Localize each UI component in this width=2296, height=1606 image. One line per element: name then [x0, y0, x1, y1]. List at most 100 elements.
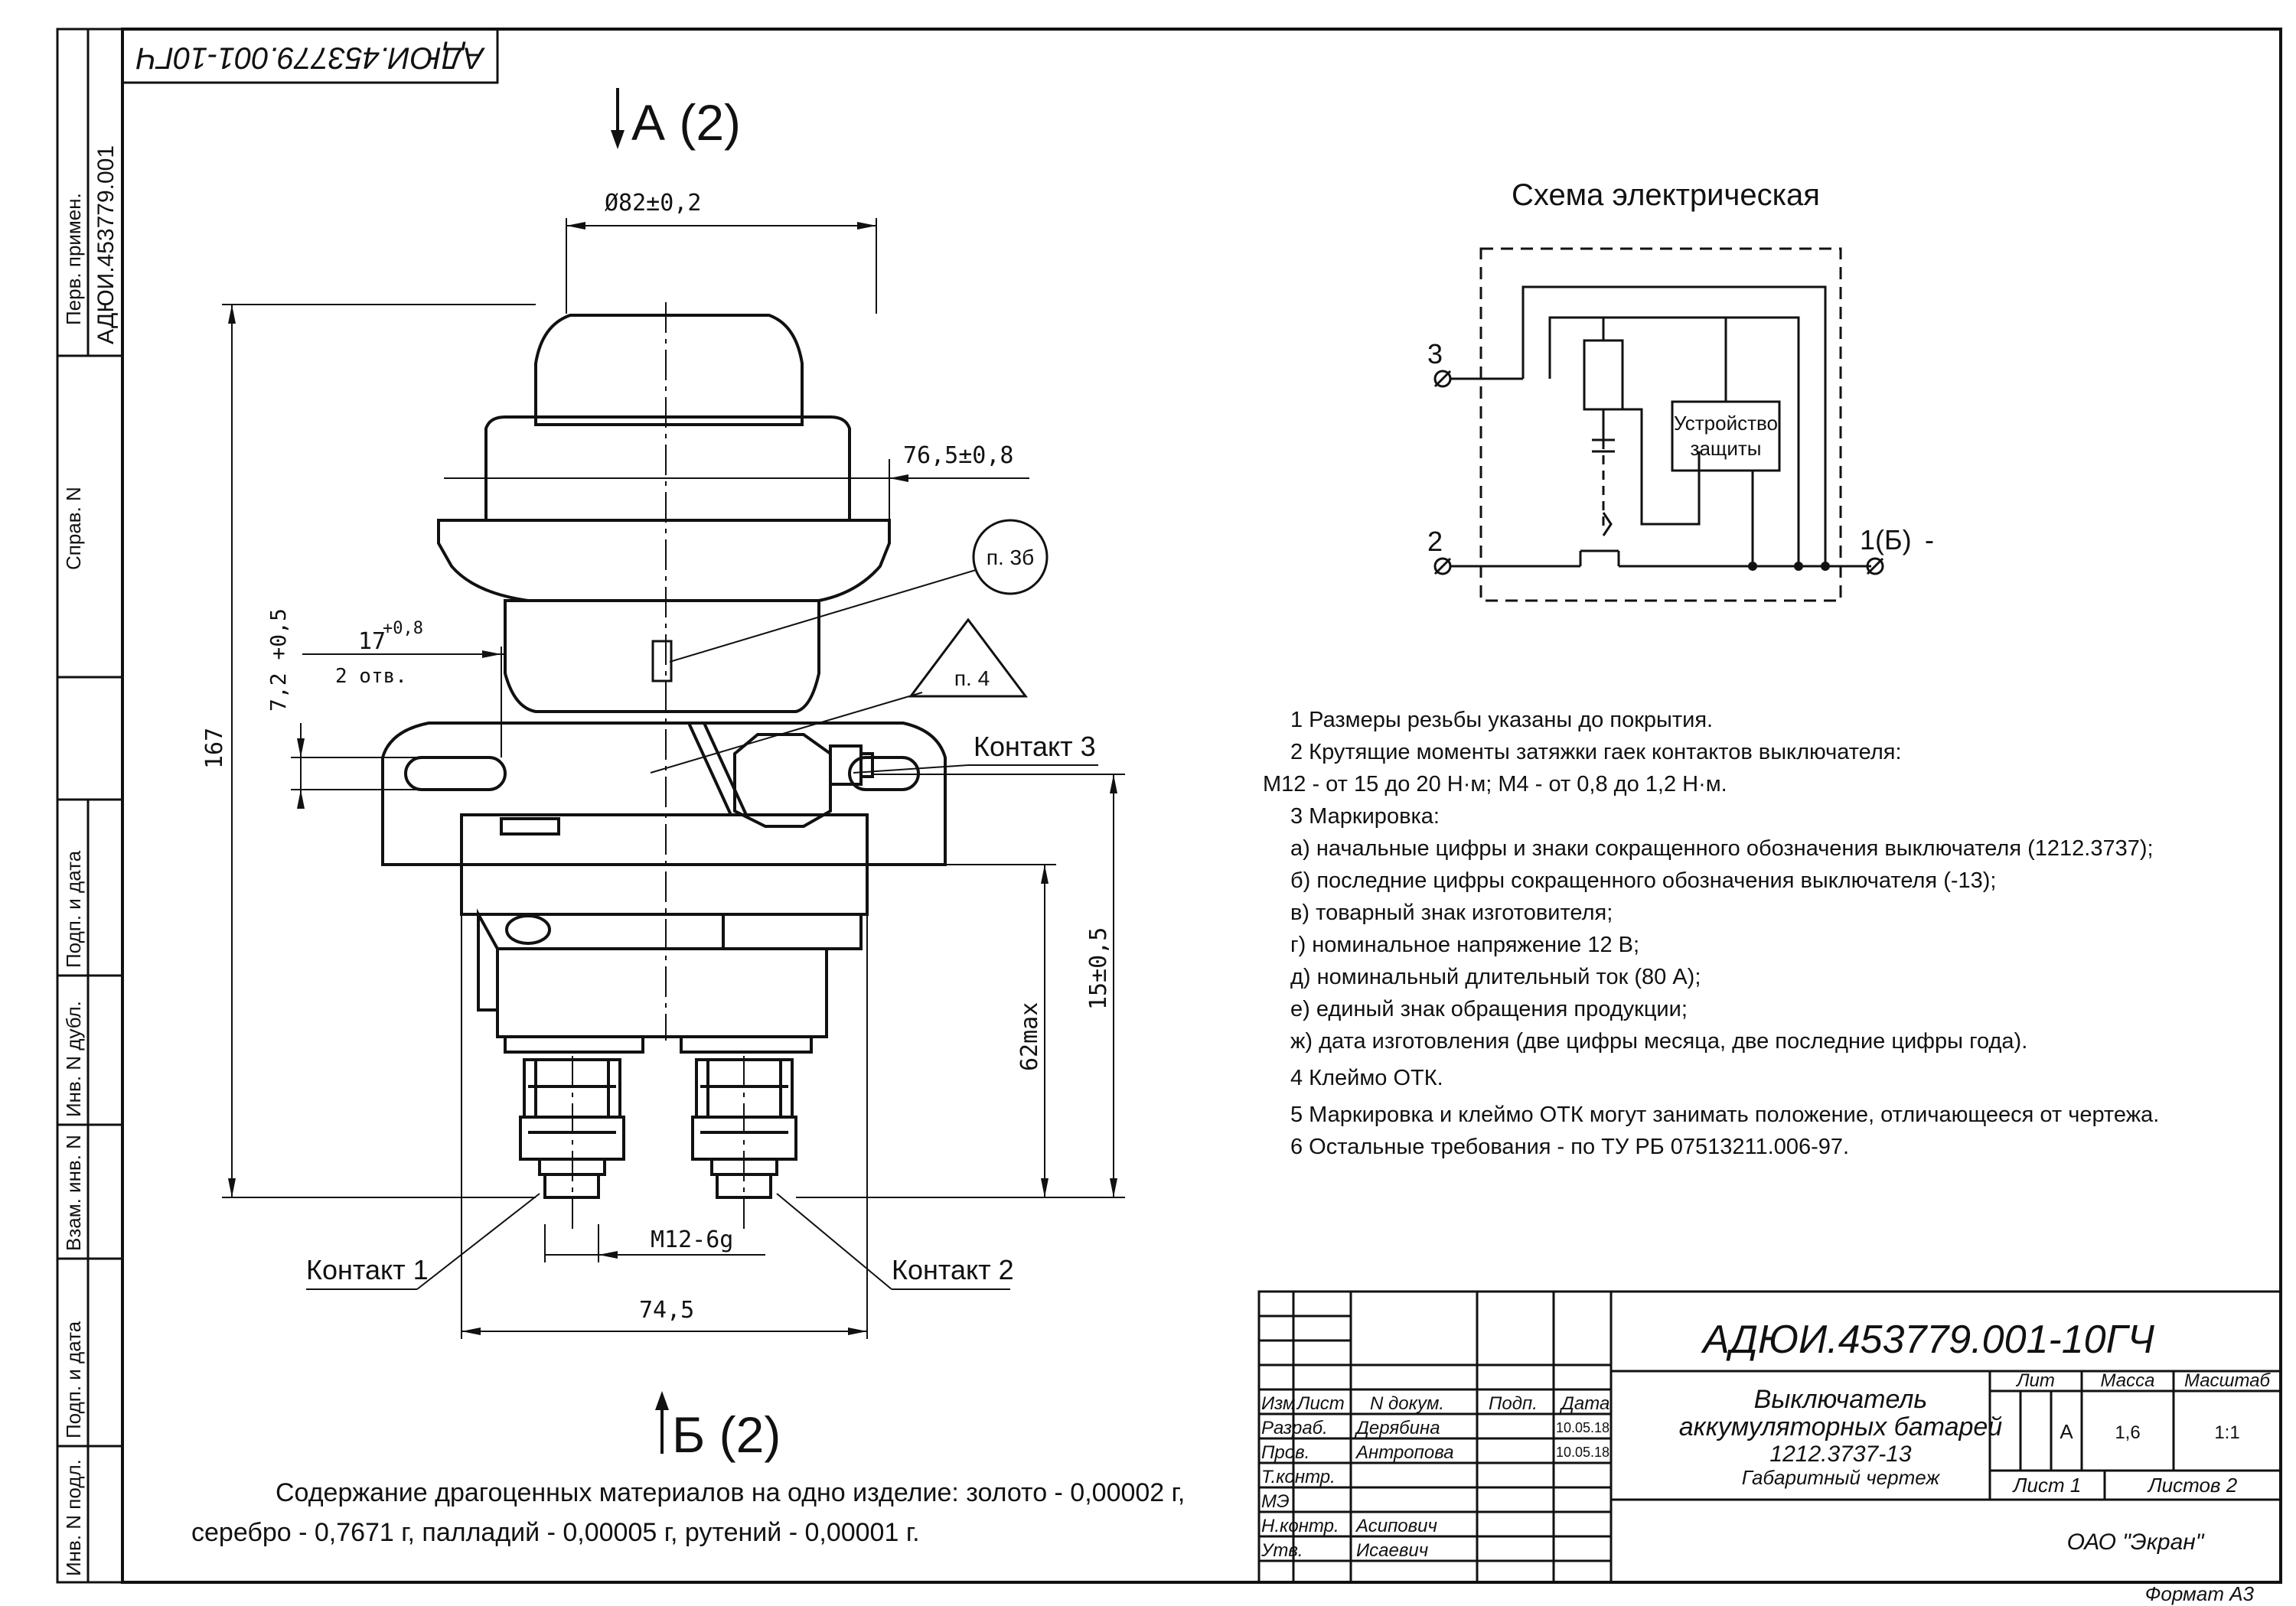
contact-1-leader — [416, 1193, 540, 1290]
callout-p3b-leader — [669, 569, 977, 663]
note-1: 1 Размеры резьбы указаны до покрытия. — [1290, 708, 1714, 732]
schematic-terminals — [1433, 370, 1884, 575]
schematic-pin-1: 1(Б) — [1860, 524, 1912, 555]
note-2-values: М12 - от 15 до 20 Н·м; М4 - от 0,8 до 1,… — [1263, 772, 1727, 796]
note-3zh: ж) дата изготовления (две цифры месяца, … — [1290, 1029, 2028, 1054]
company-name: ОАО "Экран" — [2067, 1529, 2205, 1555]
schematic-pin-3: 3 — [1427, 338, 1443, 370]
technical-notes: 1 Размеры резьбы указаны до покрытия. 2 … — [1263, 704, 2159, 1163]
dim-hole-offset: 7,2 +0,5 — [266, 608, 291, 712]
schematic-pin-2: 2 — [1427, 526, 1443, 557]
view-b-marker — [655, 1391, 669, 1454]
contact-3-label: Контакт 3 — [974, 731, 1096, 762]
sheet-label: Лист 1 — [2012, 1474, 2082, 1497]
note-3: 3 Маркировка: — [1290, 804, 1440, 829]
role-nkontr: Н.контр. — [1261, 1516, 1339, 1536]
sheets-label: Листов 2 — [2147, 1474, 2238, 1497]
title-block-grid — [1257, 1290, 2282, 1584]
precious-metals: Содержание драгоценных материалов на одн… — [191, 1473, 1185, 1552]
precious-line-2: серебро - 0,7671 г, палладий - 0,00005 г… — [191, 1518, 920, 1547]
note-2: 2 Крутящие моменты затяжки гаек контакто… — [1290, 740, 1902, 764]
device-label-1: Устройство — [1674, 412, 1778, 435]
schematic-nodes — [1748, 562, 1830, 571]
note-5: 5 Маркировка и клеймо ОТК могут занимать… — [1290, 1103, 2160, 1127]
dim-height-max: 62max — [1016, 1002, 1043, 1071]
date-prov: 10.05.18 — [1556, 1445, 1609, 1460]
hdr-podp: Подп. — [1489, 1393, 1538, 1414]
callout-p4-triangle — [908, 617, 1028, 698]
left-strip — [57, 29, 122, 1582]
name-razrab: Дерябина — [1354, 1418, 1440, 1438]
scale-label: Масштаб — [2184, 1370, 2272, 1391]
role-tkontr: Т.контр. — [1261, 1467, 1336, 1487]
dim-height-lower: 15±0,5 — [1085, 927, 1112, 1010]
view-b-label: Б (2) — [672, 1406, 781, 1463]
mass-value: 1,6 — [2115, 1422, 2140, 1443]
podp-data-label-2: Подп. и дата — [62, 1321, 85, 1438]
schematic-pin-1-sign: - — [1925, 524, 1934, 555]
dim-thread: M12-6g — [651, 1226, 733, 1253]
view-a-label: А (2) — [631, 94, 741, 151]
dim-height-total: 167 — [201, 728, 228, 769]
product-line-3: 1212.3737-13 — [1769, 1441, 1911, 1467]
role-prov: Пров. — [1261, 1442, 1309, 1463]
note-3v: в) товарный знак изготовителя; — [1290, 901, 1613, 925]
callout-p4-leader — [650, 692, 923, 774]
note-3g: г) номинальное напряжение 12 В; — [1290, 933, 1640, 957]
dim-width-top: 76,5±0,8 — [903, 442, 1014, 469]
date-razrab: 10.05.18 — [1556, 1420, 1609, 1435]
contact-2-label: Контакт 2 — [892, 1254, 1014, 1285]
note-3b: б) последние цифры сокращенного обозначе… — [1290, 868, 1997, 893]
contact-3-leader — [853, 764, 969, 774]
role-me: МЭ — [1261, 1491, 1290, 1512]
dim-hole-size-tol: +0,8 — [383, 619, 423, 638]
sprav-label: Справ. N — [62, 487, 85, 570]
precious-line-1: Содержание драгоценных материалов на одн… — [276, 1478, 1186, 1507]
product-line-2: аккумуляторных батарей — [1679, 1412, 2003, 1441]
note-3e: е) единый знак обращения продукции; — [1290, 997, 1688, 1021]
view-a-marker — [611, 88, 625, 149]
note-4: 4 Клеймо ОТК. — [1290, 1066, 1443, 1090]
note-3a: а) начальные цифры и знаки сокращенного … — [1290, 836, 2154, 861]
drawing-frame — [121, 28, 2282, 1584]
dimension-arrows — [228, 222, 1117, 1335]
role-razrab: Разраб. — [1261, 1418, 1328, 1438]
note-3d: д) номинальный длительный ток (80 А); — [1290, 965, 1701, 989]
callout-p4: п. 4 — [954, 666, 990, 690]
dim-diameter: Ø82±0,2 — [605, 190, 701, 217]
inv-podl-label: Инв. N подл. — [62, 1459, 85, 1576]
marking-box — [651, 640, 673, 682]
dim-hole-count: 2 отв. — [335, 665, 407, 688]
name-utv: Исаевич — [1356, 1540, 1428, 1561]
contact-2-leader — [776, 1193, 892, 1290]
switch-body — [381, 314, 947, 1199]
lit-value: А — [2060, 1420, 2073, 1443]
hdr-data: Дата — [1559, 1393, 1609, 1414]
center-lines — [572, 302, 745, 1232]
lit-label: Лит — [2015, 1370, 2055, 1391]
title-designation: АДЮИ.453779.001-10ГЧ — [1701, 1318, 2155, 1362]
hdr-n-dokum: N докум. — [1370, 1393, 1444, 1414]
designation-stamp — [121, 28, 499, 84]
mass-label: Масса — [2101, 1370, 2155, 1391]
device-label-2: защиты — [1691, 437, 1762, 460]
podp-data-label-1: Подп. и дата — [62, 850, 85, 968]
perv-primen-label: Перв. примен. — [62, 193, 85, 325]
designation-stamp-text: АДЮИ.453779.001-10ГЧ — [136, 41, 485, 74]
role-utv: Утв. — [1261, 1540, 1303, 1561]
schematic — [1450, 247, 1871, 602]
scale-value: 1:1 — [2214, 1422, 2239, 1443]
contact-1-label: Контакт 1 — [306, 1254, 429, 1285]
callout-p3b-circle — [972, 519, 1049, 595]
schematic-title: Схема электрическая — [1512, 178, 1820, 212]
vzam-inv-label: Взам. инв. N — [62, 1135, 85, 1251]
product-line-1: Выключатель — [1754, 1385, 1928, 1414]
perv-primen-value: АДЮИ.453779.001 — [93, 145, 119, 344]
note-6: 6 Остальные требования - по ТУ РБ 075132… — [1290, 1135, 1850, 1159]
name-prov: Антропова — [1355, 1442, 1454, 1463]
name-nkontr: Асипович — [1355, 1516, 1437, 1536]
hdr-izm: Изм — [1261, 1393, 1296, 1414]
dimension-lines — [222, 218, 1125, 1339]
callout-p3b: п. 3б — [987, 546, 1034, 569]
